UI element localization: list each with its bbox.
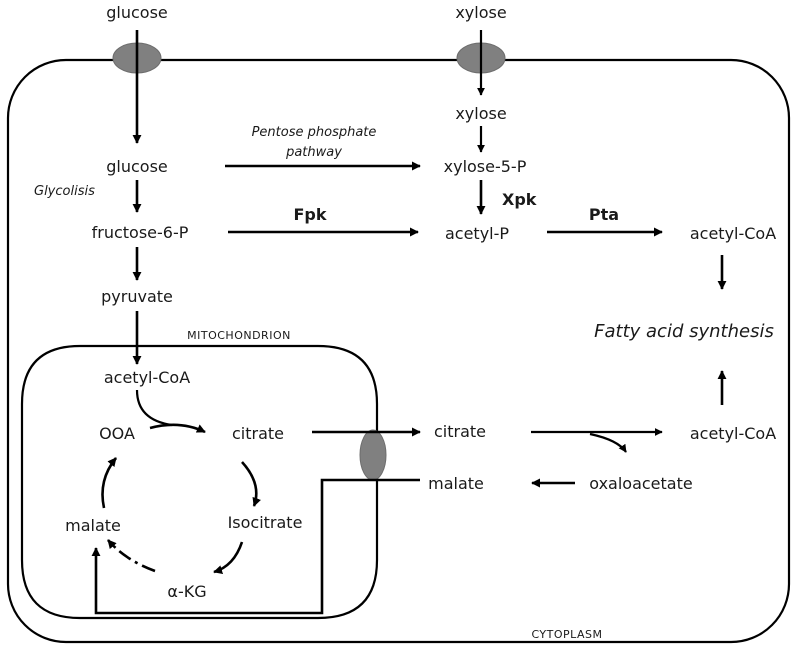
label-xylose-inside: xylose: [455, 104, 506, 123]
label-mitochondrion: MITOCHONDRION: [187, 329, 291, 342]
label-citrate-mito: citrate: [232, 424, 284, 443]
label-acetylcoa-top: acetyl-CoA: [690, 224, 776, 243]
label-pta: Pta: [589, 205, 619, 224]
arrow-acetylcoa-join: [135, 389, 173, 427]
mitochondrion-membrane: [20, 344, 379, 620]
arrow-malate-to-ooa: [101, 457, 118, 509]
label-xylose-outside: xylose: [455, 3, 506, 22]
arrow-akg-to-malate-dashed: [107, 539, 156, 573]
label-citrate-cyto: citrate: [434, 422, 486, 441]
label-cytoplasm: CYTOPLASM: [531, 628, 602, 641]
arrow-citrate-to-isocitrate: [241, 461, 261, 507]
label-xylose5p: xylose-5-P: [444, 157, 527, 176]
arrow-branch-oxaloacetate: [589, 432, 627, 453]
label-pentose-line2: pathway: [285, 145, 342, 160]
label-fpk: Fpk: [293, 205, 326, 224]
label-pentose-line1: Pentose phosphate: [252, 125, 377, 140]
label-xpk: Xpk: [502, 190, 537, 209]
label-acetylcoa-cyto: acetyl-CoA: [690, 424, 776, 443]
arrow-isocitrate-to-akg: [213, 541, 244, 574]
arrow-ooa-to-citrate: [149, 423, 206, 434]
label-acetylp: acetyl-P: [445, 224, 509, 243]
label-oxaloacetate: oxaloacetate: [589, 474, 692, 493]
label-fructose6p: fructose-6-P: [92, 223, 189, 242]
label-pyruvate: pyruvate: [101, 287, 173, 306]
label-glucose-outside: glucose: [106, 3, 168, 22]
label-glucose-inside: glucose: [106, 157, 168, 176]
label-ooa: OOA: [99, 424, 135, 443]
label-fatty-acid-synthesis: Fatty acid synthesis: [594, 321, 774, 342]
arrow-malate-import: [91, 478, 420, 615]
label-isocitrate: Isocitrate: [228, 513, 303, 532]
citrate-transporter: [359, 429, 387, 481]
label-acetylcoa-mito: acetyl-CoA: [104, 368, 190, 387]
label-malate-mito: malate: [65, 516, 121, 535]
label-akg: α-KG: [167, 582, 206, 601]
label-glycolisis: Glycolisis: [34, 184, 95, 199]
cell-membrane: [6, 58, 791, 644]
label-malate-cyto: malate: [428, 474, 484, 493]
